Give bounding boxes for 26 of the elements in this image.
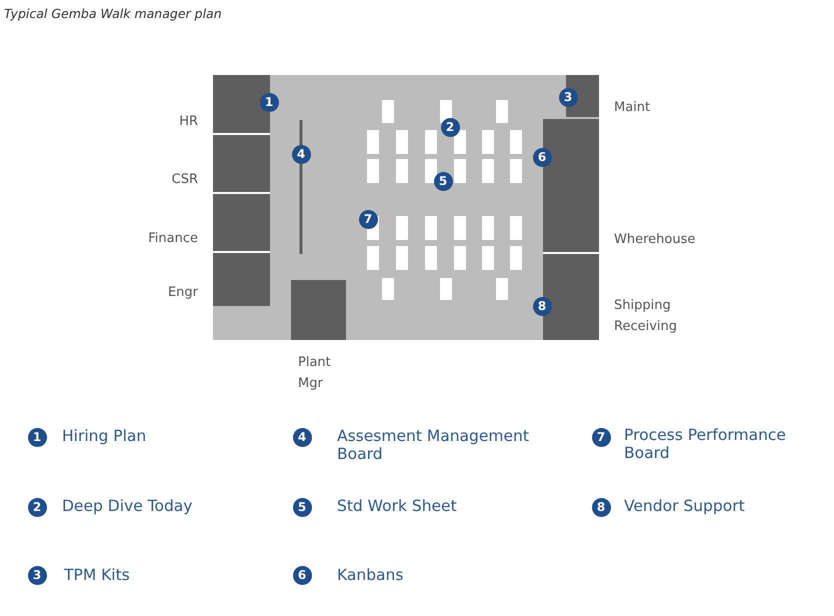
callout-number: 4 — [292, 428, 312, 446]
key-label: Process Performance Board — [624, 426, 787, 462]
key-label: Assesment Management Board — [337, 427, 530, 463]
room-label: CSR — [172, 172, 198, 187]
key-label: Kanbans — [337, 566, 404, 584]
room-label: Maint — [614, 100, 650, 115]
callout-number: 8 — [592, 498, 610, 516]
room-label: Plant Mgr — [298, 354, 332, 393]
callout-number: 6 — [292, 566, 312, 584]
room-label: Finance — [148, 231, 198, 246]
callout-number: 5 — [292, 498, 312, 516]
callout-number: 1 — [28, 428, 46, 446]
key-label: Hiring Plan — [62, 427, 148, 445]
title: Typical Gemba Walk manager plan — [4, 6, 222, 21]
key-label: TPM Kits — [64, 566, 131, 584]
room-label: Wherehouse — [614, 232, 696, 247]
room-label: HR — [179, 114, 198, 129]
room-label: Engr — [168, 285, 198, 300]
callout-number: 2 — [28, 498, 46, 516]
callout-number: 3 — [28, 566, 46, 584]
room-label: Shipping — [614, 298, 671, 313]
key-label: Std Work Sheet — [337, 497, 458, 515]
callout-number: 7 — [592, 428, 610, 446]
room-label: Receiving — [614, 319, 678, 334]
key-label: Deep Dive Today — [62, 497, 194, 515]
key-label: Vendor Support — [624, 497, 746, 515]
